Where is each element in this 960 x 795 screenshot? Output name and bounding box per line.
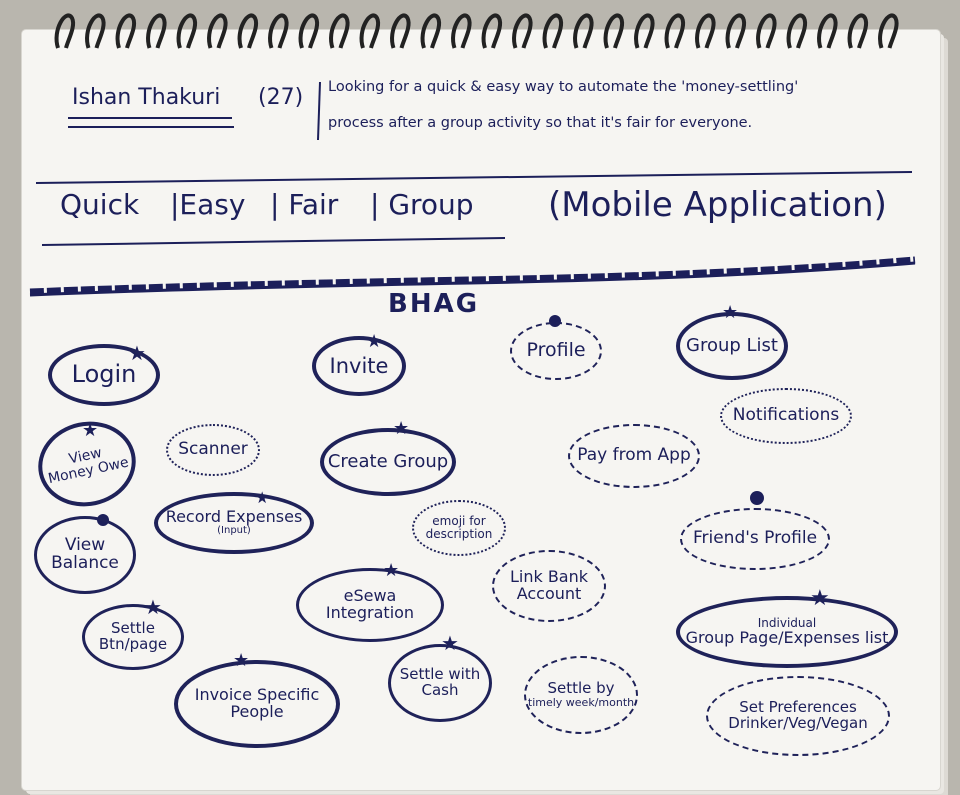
bubble-group-list: Group List <box>676 312 788 380</box>
bubble-link-bank-account: Link Bank Account <box>492 550 606 622</box>
platform-label: (Mobile Application) <box>548 185 887 225</box>
spiral-ring <box>695 13 716 49</box>
author-name: Ishan Thakuri <box>72 85 221 110</box>
bubble-invoice-line2: People <box>230 702 284 721</box>
bubble-scanner-label: Scanner <box>178 439 248 460</box>
bubble-set-preferences-line2: Drinker/Veg/Vegan <box>728 714 868 732</box>
bubble-create-group-label: Create Group <box>327 450 449 472</box>
bubble-settle-timely-line2: timely week/month <box>527 696 635 710</box>
spiral-ring <box>420 13 442 49</box>
bubble-profile-label: Profile <box>526 339 586 362</box>
bubble-set-preferences-line1: Set Preferences <box>739 698 857 717</box>
spiral-ring <box>603 13 625 49</box>
bubble-esewa-integration: eSewa Integration <box>296 568 444 642</box>
spiral-ring <box>298 13 320 49</box>
spiral-ring <box>481 13 503 49</box>
bubble-record-expenses-label: Record Expenses <box>165 507 303 527</box>
spiral-ring <box>786 13 808 49</box>
bubble-login: Login <box>48 344 160 406</box>
spiral-ring <box>359 13 381 49</box>
spiral-ring <box>664 13 686 49</box>
keyword-fair: | Fair <box>270 188 339 221</box>
spiral-ring <box>573 13 594 49</box>
bubble-scanner: Scanner <box>166 424 260 476</box>
bubble-invoice-line1: Invoice Specific <box>194 685 320 705</box>
bubble-friends-profile-label: Friend's Profile <box>692 528 818 549</box>
spiral-ring <box>847 13 869 49</box>
spiral-ring <box>146 13 167 49</box>
bubble-set-preferences: Set Preferences Drinker/Veg/Vegan <box>706 676 890 756</box>
spiral-ring <box>54 13 76 49</box>
bubble-settle-cash-line2: Cash <box>421 681 459 699</box>
bubble-settle-btn-page: Settle Btn/page <box>82 604 184 670</box>
bubble-invoice-specific-people: Invoice Specific People <box>174 660 340 748</box>
bubble-emoji-line1: emoji for <box>432 514 486 529</box>
problem-statement-line2: process after a group activity so that i… <box>328 115 753 131</box>
spiral-ring <box>542 13 564 49</box>
spiral-ring <box>725 13 747 49</box>
bubble-pay-from-app: Pay from App <box>568 424 700 488</box>
bubble-individual-group-page: Individual Group Page/Expenses list <box>676 596 898 668</box>
bubble-individual-line1: Individual <box>757 616 817 631</box>
bubble-link-bank-line1: Link Bank <box>509 567 589 587</box>
bubble-view-balance-line2: Balance <box>51 553 119 573</box>
bubble-emoji-description: emoji for description <box>412 500 506 556</box>
section-title-bhag: BHAG <box>388 289 480 319</box>
spiral-ring <box>756 13 777 49</box>
bubble-record-expenses: Record Expenses (Input) <box>154 492 314 554</box>
bubble-individual-line2: Group Page/Expenses list <box>685 627 889 647</box>
bubble-settle-timely: Settle by timely week/month <box>524 656 638 734</box>
bubble-view-balance-line1: View <box>64 535 106 556</box>
spiral-ring <box>268 13 289 49</box>
bubble-settle-timely-line1: Settle by <box>547 679 615 698</box>
bubble-settle-btn-line2: Btn/page <box>98 635 168 653</box>
bubble-invite-label: Invite <box>329 353 389 378</box>
bubble-record-expenses-sub: (Input) <box>217 525 251 537</box>
bubble-esewa-line1: eSewa <box>343 586 397 606</box>
spiral-ring <box>634 13 655 49</box>
spiral-ring <box>115 13 137 49</box>
bubble-view-balance: View Balance <box>34 516 136 594</box>
bubble-esewa-line2: Integration <box>325 603 415 622</box>
bubble-profile: Profile <box>510 322 602 380</box>
spiral-ring <box>390 13 411 49</box>
spiral-binding <box>54 13 899 49</box>
spiral-ring <box>817 13 838 49</box>
bubble-login-label: Login <box>71 360 137 389</box>
spiral-ring <box>878 13 899 49</box>
spiral-ring <box>176 13 198 49</box>
spiral-ring <box>451 13 472 49</box>
spiral-ring <box>237 13 259 49</box>
keyword-quick: Quick <box>60 188 140 221</box>
bubble-settle-cash-line1: Settle with <box>399 665 481 684</box>
keyword-easy: |Easy <box>170 188 246 221</box>
bubble-emoji-line2: description <box>425 527 493 541</box>
bubble-notifications-label: Notifications <box>732 405 840 426</box>
spiral-ring <box>329 13 350 49</box>
author-age: (27) <box>258 85 304 110</box>
bubble-settle-with-cash: Settle with Cash <box>388 644 492 722</box>
spiral-ring <box>85 13 106 49</box>
bubble-link-bank-line2: Account <box>516 584 582 603</box>
bubble-notifications: Notifications <box>720 388 852 444</box>
bubble-pay-from-app-label: Pay from App <box>577 445 691 466</box>
bubble-group-list-label: Group List <box>686 334 778 356</box>
problem-statement-line1: Looking for a quick & easy way to automa… <box>328 79 799 95</box>
bubble-friends-profile: Friend's Profile <box>680 508 830 570</box>
bubble-settle-btn-line1: Settle <box>111 619 155 638</box>
spiral-ring <box>512 13 533 49</box>
keyword-group: | Group <box>370 188 474 221</box>
svg-text:★: ★ <box>82 420 98 441</box>
bubble-create-group: Create Group <box>320 428 456 496</box>
bubble-invite: Invite <box>312 336 406 396</box>
spiral-ring <box>207 13 228 49</box>
